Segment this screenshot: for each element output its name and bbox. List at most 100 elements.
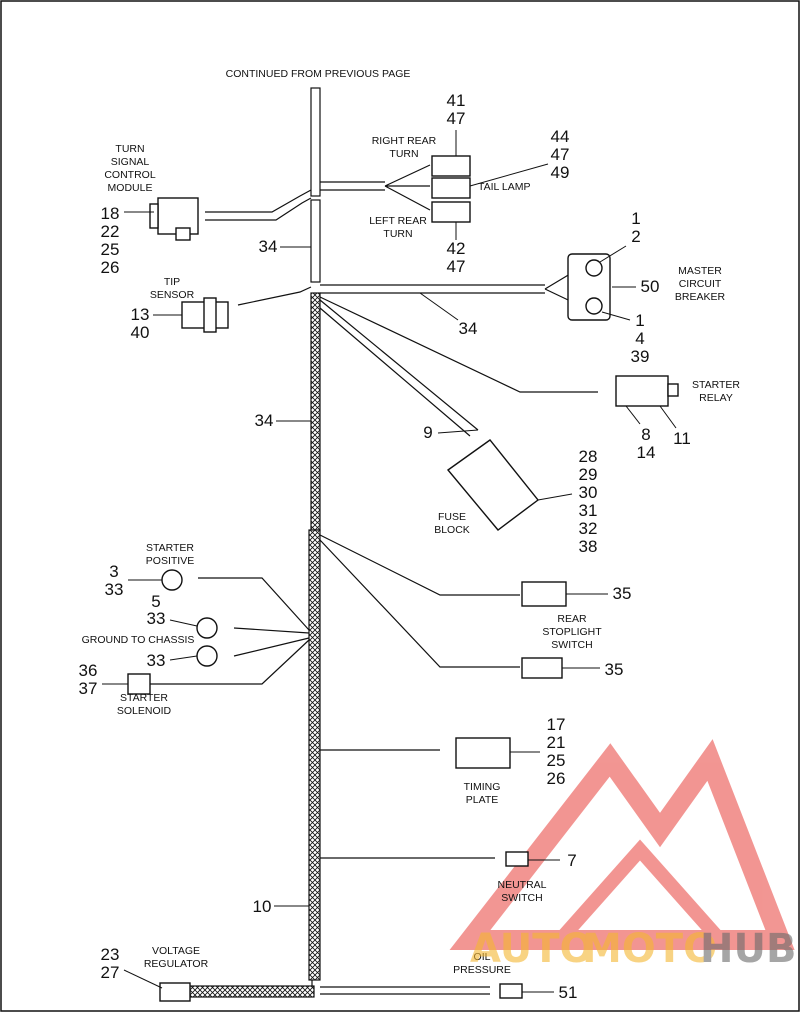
rear-stoplight-switch-upper	[521, 581, 567, 607]
callout-oil-pressure: 51	[559, 983, 578, 1002]
starter-positive-label-2: POSITIVE	[146, 555, 194, 567]
starter-solenoid-wire	[150, 639, 310, 685]
fuse-block-branch	[319, 299, 539, 531]
voltage-regulator-label-1: VOLTAGE	[152, 945, 200, 957]
tail-wire-split	[384, 164, 431, 211]
callout-breaker-top-2: 2	[631, 227, 640, 246]
callout-timing-1: 17	[547, 715, 566, 734]
harness-braided-upper	[310, 292, 321, 531]
callout-tail-2: 47	[551, 145, 570, 164]
tail-wire-bundle	[320, 181, 385, 191]
ground-wire-lower	[233, 637, 310, 657]
oil-pressure-label-2: PRESSURE	[453, 964, 511, 976]
turn-signal-label-3: CONTROL	[104, 169, 155, 181]
callout-neutral: 7	[567, 851, 576, 870]
timing-plate-connector	[455, 737, 511, 769]
tip-sensor-branch	[181, 286, 312, 333]
harness-mid-leader	[419, 292, 459, 321]
turn-signal-label-4: MODULE	[108, 182, 153, 194]
left-branches	[127, 569, 310, 695]
main-harness	[189, 87, 321, 998]
turn-signal-connector-plug	[149, 203, 159, 229]
callout-rrt-2: 47	[447, 109, 466, 128]
breaker-label-2: CIRCUIT	[679, 278, 722, 290]
turn-signal-connector-latch	[175, 227, 191, 241]
callout-ground-lower: 33	[147, 651, 166, 670]
tail-lamp-connector	[431, 177, 471, 199]
callout-tip-2: 40	[131, 323, 150, 342]
left-rear-turn-connector	[431, 201, 471, 223]
breaker-label-1: MASTER	[678, 265, 722, 277]
continued-note: CONTINUED FROM PREVIOUS PAGE	[226, 68, 411, 80]
callout-starter-pos-3: 5	[151, 592, 160, 611]
starter-relay	[615, 375, 669, 407]
callout-timing-3: 25	[547, 751, 566, 770]
callout-starter-pos-1: 3	[109, 562, 118, 581]
right-lower-branches	[159, 534, 567, 1002]
starter-positive-label-1: STARTER	[146, 542, 194, 554]
rear-lights-branch	[320, 155, 549, 223]
callout-fuse-3: 30	[579, 483, 598, 502]
callout-breaker-bottom-1: 1	[635, 311, 644, 330]
oil-pressure-terminal	[499, 983, 523, 999]
stoplight-wire-upper	[319, 534, 520, 596]
callout-regulator-1: 23	[101, 945, 120, 964]
callout-ground-upper: 33	[147, 609, 166, 628]
starter-positive-wire	[198, 577, 310, 631]
voltage-regulator-label-2: REGULATOR	[144, 958, 209, 970]
right-rear-turn-connector	[431, 155, 471, 177]
stoplight-label-3: SWITCH	[551, 639, 592, 651]
callout-harness-left: 34	[255, 411, 274, 430]
stoplight-wire-lower	[319, 539, 520, 668]
tip-sensor-label-1: TIP	[164, 276, 180, 288]
callout-breaker-side: 50	[641, 277, 660, 296]
fuse-block-label-1: FUSE	[438, 511, 466, 523]
turn-signal-wire-bottom	[205, 197, 312, 221]
stoplight-label-2: STOPLIGHT	[542, 626, 602, 638]
oil-pressure-wire	[320, 986, 490, 995]
circuit-breaker-branch	[320, 253, 611, 321]
watermark-logo	[449, 739, 795, 950]
callout-relay-left-2: 14	[637, 443, 656, 462]
left-rear-turn-label-1: LEFT REAR	[369, 215, 427, 227]
component-labels: TURN SIGNAL CONTROL MODULE RIGHT REAR TU…	[82, 135, 741, 976]
neutral-switch-label-2: SWITCH	[501, 892, 542, 904]
breaker-wire-bundle	[320, 284, 545, 294]
harness-upper-segment	[310, 199, 321, 283]
callout-stoplight-lower: 35	[605, 660, 624, 679]
breaker-top-leader	[599, 245, 627, 263]
starter-positive-terminal	[161, 569, 183, 591]
neutral-switch-terminal	[505, 851, 529, 867]
callout-turn-3: 25	[101, 240, 120, 259]
starter-solenoid-connector	[127, 673, 151, 695]
callout-turn-1: 18	[101, 204, 120, 223]
voltage-regulator-connector	[159, 982, 191, 1002]
turn-signal-label-1: TURN	[115, 143, 144, 155]
callout-relay-left-1: 8	[641, 425, 650, 444]
ground-terminal-upper	[196, 617, 218, 639]
turn-signal-label-2: SIGNAL	[111, 156, 150, 168]
fuse-block-leader	[537, 493, 573, 501]
watermark-inner-triangle	[544, 839, 736, 947]
starter-solenoid-label-1: STARTER	[120, 692, 168, 704]
callout-breaker-bottom-2: 4	[635, 329, 644, 348]
callout-solenoid-1: 36	[79, 661, 98, 680]
starter-solenoid-label-2: SOLENOID	[117, 705, 172, 717]
turn-signal-wire-top	[205, 189, 312, 213]
callout-breaker-bottom-3: 39	[631, 347, 650, 366]
callout-stoplight-upper: 35	[613, 584, 632, 603]
callout-turn-2: 22	[101, 222, 120, 241]
callout-fuse-6: 38	[579, 537, 598, 556]
tip-sensor-wire	[237, 286, 312, 306]
callout-tail-1: 44	[551, 127, 570, 146]
ground-terminal-lower	[196, 645, 218, 667]
watermark-triangle	[449, 739, 795, 950]
right-rear-turn-label-1: RIGHT REAR	[372, 135, 437, 147]
fuse-block-wires	[319, 299, 479, 437]
harness-braided-lower	[308, 529, 321, 981]
harness-regulator-branch	[189, 985, 315, 998]
callout-relay-right: 11	[673, 429, 691, 448]
callout-starter-pos-2: 33	[105, 580, 124, 599]
breaker-terminal-bottom	[585, 297, 603, 315]
